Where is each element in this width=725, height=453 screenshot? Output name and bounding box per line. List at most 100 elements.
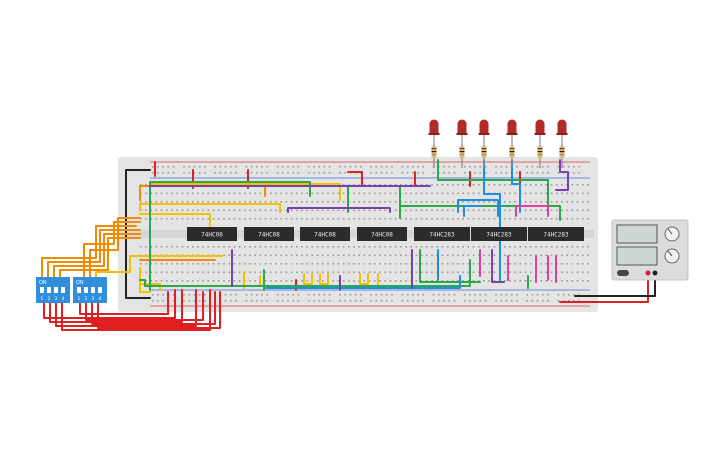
wire-yellow-2[interactable] bbox=[139, 203, 281, 213]
breadboard-hole bbox=[207, 209, 210, 212]
wire-blue-3[interactable] bbox=[457, 199, 499, 217]
wire-yellow-11[interactable] bbox=[359, 273, 369, 285]
breadboard-hole bbox=[526, 166, 528, 168]
breadboard-hole bbox=[576, 192, 579, 195]
breadboard-hole bbox=[524, 192, 527, 195]
psu-terminal-positive[interactable] bbox=[645, 270, 651, 276]
wire-blue-6[interactable] bbox=[463, 205, 481, 217]
chip-74hc08-1[interactable]: 74HC08 bbox=[187, 227, 237, 241]
wire-pink-1[interactable] bbox=[515, 205, 549, 217]
dip-switch-1[interactable]: ON 1 2 3 4 bbox=[36, 277, 70, 303]
breadboard-hole bbox=[446, 201, 449, 203]
resistor-band bbox=[459, 154, 465, 156]
wire-blue-2[interactable] bbox=[511, 159, 521, 213]
wire-orange-5[interactable] bbox=[83, 221, 141, 279]
breadboard-hole bbox=[422, 300, 424, 302]
led-icon[interactable] bbox=[534, 119, 546, 169]
breadboard-hole bbox=[370, 300, 372, 302]
breadboard-hole bbox=[493, 254, 496, 257]
wire-purple-2[interactable] bbox=[287, 207, 391, 213]
wire-purple-6[interactable] bbox=[491, 249, 505, 283]
wire-red-5[interactable] bbox=[79, 291, 169, 315]
breadboard-hole bbox=[285, 201, 288, 203]
dip-toggle[interactable] bbox=[54, 287, 58, 293]
wire-red-4[interactable] bbox=[61, 289, 211, 331]
wire-yellow-6[interactable] bbox=[139, 267, 151, 293]
dip-toggle[interactable] bbox=[98, 287, 102, 293]
wire-blue-5[interactable] bbox=[265, 275, 461, 289]
breadboard-hole bbox=[484, 300, 487, 302]
wire-yellow-9[interactable] bbox=[303, 273, 313, 285]
wire-red-8[interactable] bbox=[97, 291, 221, 329]
breadboard-hole bbox=[452, 201, 454, 203]
wire-yellow-3[interactable] bbox=[139, 213, 211, 227]
breadboard-hole bbox=[342, 209, 345, 212]
chip-74hc283-2[interactable]: 74HC283 bbox=[471, 227, 527, 241]
wire-red-7[interactable] bbox=[91, 291, 216, 325]
breadboard-hole bbox=[576, 246, 579, 248]
led-icon[interactable] bbox=[506, 119, 518, 169]
wire-black-2[interactable] bbox=[574, 275, 656, 297]
wire-orange-3[interactable] bbox=[53, 233, 141, 279]
dip-toggle[interactable] bbox=[77, 287, 81, 293]
wire-yellow-5[interactable] bbox=[139, 283, 161, 291]
breadboard-hole bbox=[244, 209, 246, 212]
led-icon[interactable] bbox=[556, 119, 568, 169]
chip-74hc08-4[interactable]: 74HC08 bbox=[357, 227, 407, 241]
wire-orange-6[interactable] bbox=[89, 217, 141, 279]
breadboard-hole bbox=[556, 218, 558, 220]
wire-red-2[interactable] bbox=[49, 289, 183, 323]
breadboard-hole bbox=[441, 201, 444, 203]
chip-74hc283-1[interactable]: 74HC283 bbox=[414, 227, 470, 241]
wire-orange-1[interactable] bbox=[41, 225, 137, 279]
wire-green-2[interactable] bbox=[139, 259, 471, 287]
wire-purple-5[interactable] bbox=[555, 159, 569, 191]
breadboard-hole bbox=[568, 166, 570, 168]
wire-yellow-10[interactable] bbox=[319, 273, 329, 285]
wire-green-5[interactable] bbox=[437, 159, 549, 213]
breadboard-hole bbox=[467, 184, 470, 186]
dip-switch-2[interactable]: ON 1 2 3 4 bbox=[73, 277, 107, 303]
breadboard-hole bbox=[474, 172, 476, 174]
breadboard-hole bbox=[374, 263, 376, 265]
wire-red-1[interactable] bbox=[43, 289, 176, 319]
chip-74hc08-2[interactable]: 74HC08 bbox=[244, 227, 294, 241]
breadboard-hole bbox=[441, 254, 444, 257]
led-icon[interactable] bbox=[478, 119, 490, 169]
breadboard-hole bbox=[380, 294, 383, 296]
breadboard-hole bbox=[561, 192, 563, 195]
breadboard-hole bbox=[484, 172, 487, 174]
breadboard-hole bbox=[183, 166, 185, 168]
chip-74hc283-3[interactable]: 74HC283 bbox=[528, 227, 584, 241]
dip-toggle[interactable] bbox=[91, 287, 95, 293]
led-body bbox=[557, 119, 567, 134]
breadboard-hole bbox=[571, 201, 574, 203]
psu-terminal-negative[interactable] bbox=[652, 270, 658, 276]
breadboard-hole bbox=[353, 254, 355, 257]
power-supply-icon[interactable] bbox=[611, 219, 689, 281]
wire-yellow-1[interactable] bbox=[95, 255, 223, 279]
breadboard-hole bbox=[238, 201, 241, 203]
breadboard-hole bbox=[150, 263, 152, 265]
wire-red-6[interactable] bbox=[85, 291, 204, 321]
wire-green-1[interactable] bbox=[149, 181, 311, 291]
dip-number: 4 bbox=[62, 296, 65, 302]
dip-toggle[interactable] bbox=[61, 287, 65, 293]
dip-toggle[interactable] bbox=[40, 287, 44, 293]
breadboard-hole bbox=[155, 209, 158, 212]
breadboard-hole bbox=[244, 254, 246, 257]
led-icon[interactable] bbox=[456, 119, 468, 169]
resistor-band bbox=[481, 154, 487, 156]
chip-74hc08-3[interactable]: 74HC08 bbox=[300, 227, 350, 241]
breadboard-hole bbox=[542, 172, 544, 174]
breadboard-hole bbox=[384, 184, 386, 186]
resistor-band bbox=[459, 151, 465, 153]
wire-red-3[interactable] bbox=[55, 289, 197, 327]
dip-toggle[interactable] bbox=[84, 287, 88, 293]
wire-red-16[interactable] bbox=[559, 275, 649, 303]
breadboard-hole bbox=[280, 246, 282, 248]
wire-red-12[interactable] bbox=[347, 171, 363, 187]
dip-toggle[interactable] bbox=[47, 287, 51, 293]
psu-power-switch[interactable] bbox=[617, 270, 629, 276]
led-icon[interactable] bbox=[428, 119, 440, 169]
